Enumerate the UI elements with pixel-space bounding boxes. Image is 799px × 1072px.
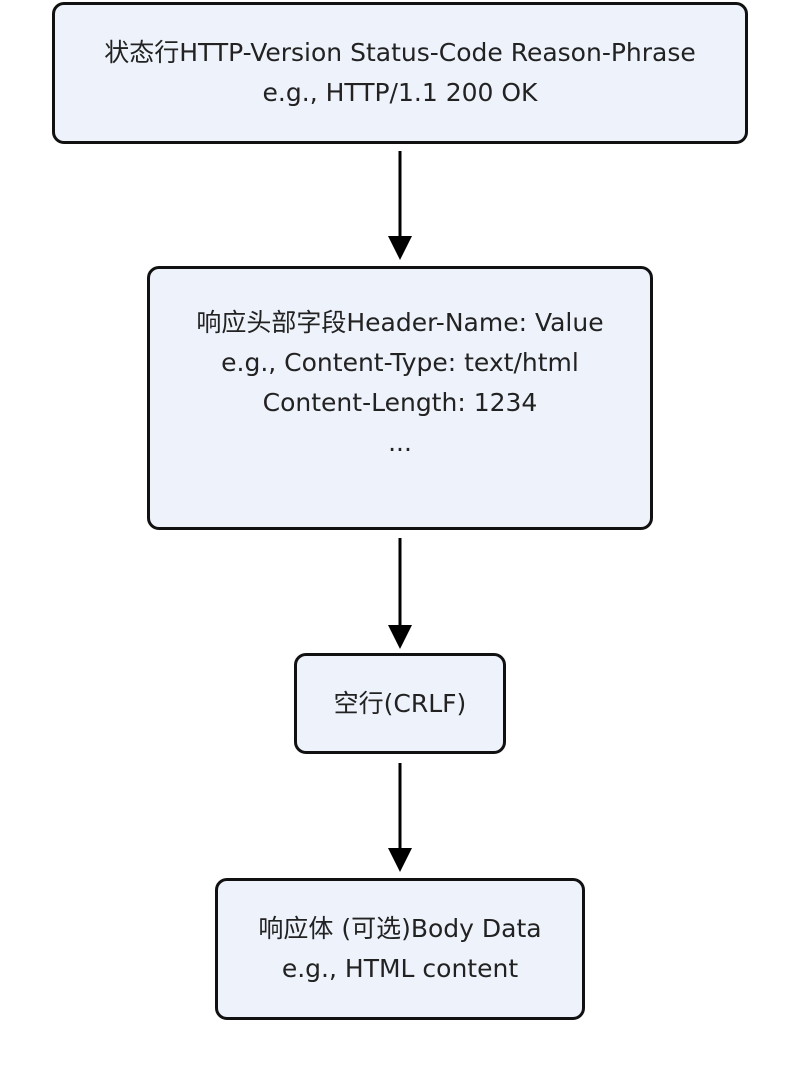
arrow-status-to-headers [388, 151, 412, 260]
arrow-blank-to-body [388, 763, 412, 872]
body-example: e.g., HTML content [281, 954, 519, 983]
blank-line-node: 空行(CRLF) [294, 653, 506, 754]
status-line-title: 状态行HTTP-Version Status-Code Reason-Phras… [104, 38, 696, 67]
response-body-node: 响应体 (可选)Body Data e.g., HTML content [215, 878, 585, 1020]
headers-title: 响应头部字段Header-Name: Value [196, 308, 604, 337]
status-line-node: 状态行HTTP-Version Status-Code Reason-Phras… [52, 2, 748, 144]
headers-example-content-type: e.g., Content-Type: text/html [221, 348, 579, 377]
arrow-headers-to-blank [388, 538, 412, 649]
blank-line-label: 空行(CRLF) [333, 688, 467, 718]
status-line-example: e.g., HTTP/1.1 200 OK [262, 78, 538, 107]
response-headers-node: 响应头部字段Header-Name: Value e.g., Content-T… [147, 266, 653, 530]
body-title: 响应体 (可选)Body Data [258, 914, 542, 943]
headers-ellipsis: ... [388, 428, 412, 457]
headers-example-content-length: Content-Length: 1234 [262, 388, 538, 417]
